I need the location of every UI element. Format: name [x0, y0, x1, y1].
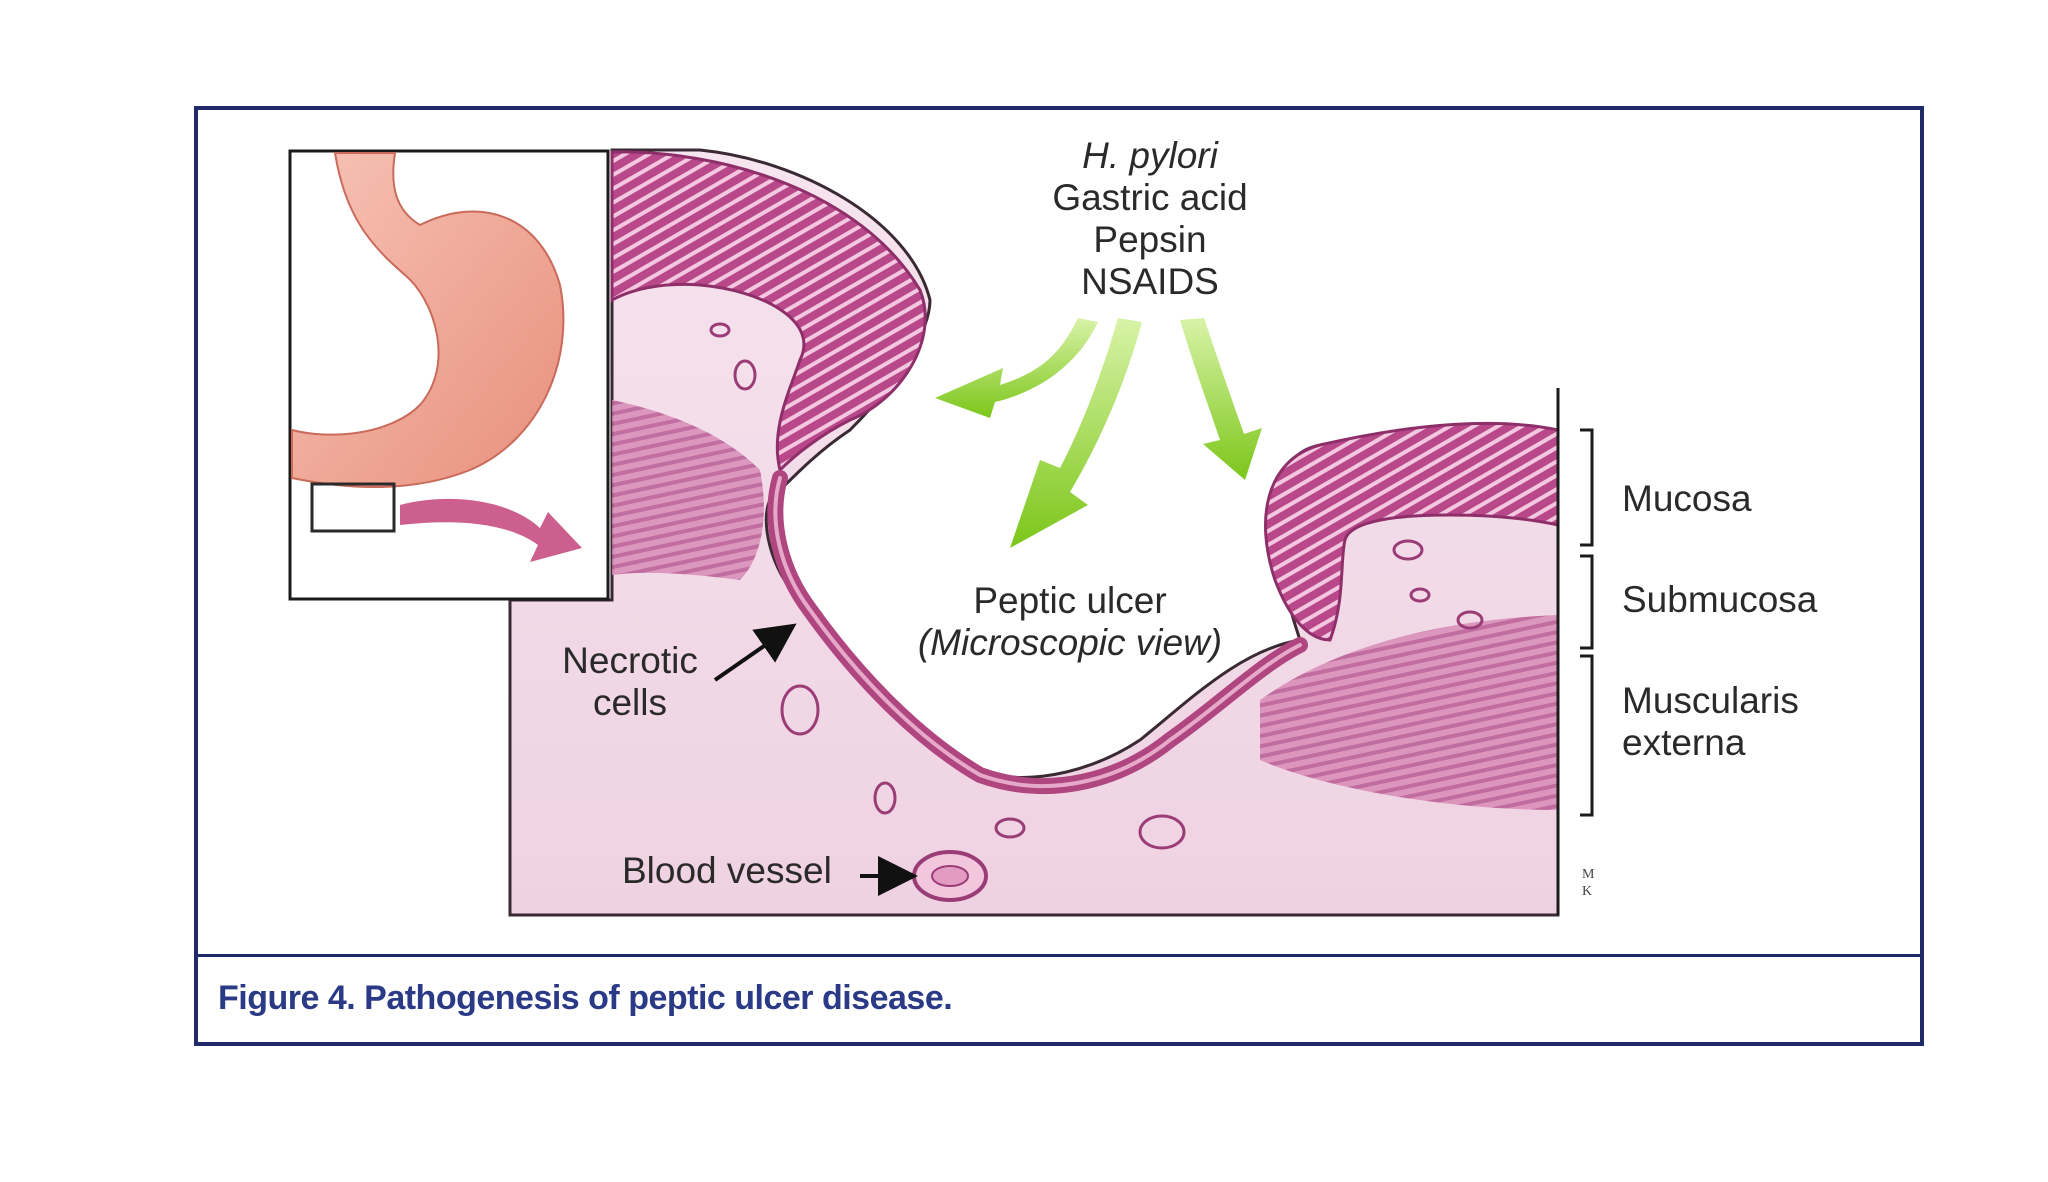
svg-text:M: M — [1582, 867, 1595, 882]
ulcer-label: Peptic ulcer (Microscopic view) — [880, 580, 1260, 664]
ulcer-title: Peptic ulcer — [973, 580, 1167, 621]
factor-h-pylori: H. pylori — [1082, 135, 1218, 176]
necrotic-label: Necrotic cells — [545, 640, 715, 724]
ulcer-lining — [767, 470, 1308, 794]
necrotic-line2: cells — [592, 682, 668, 723]
layer-brackets — [1556, 388, 1594, 915]
mucosa-left — [610, 150, 927, 473]
inset-zoom-box — [310, 482, 396, 533]
factor-pepsin: Pepsin — [1093, 219, 1207, 260]
blood-vessel-shape — [912, 850, 988, 902]
svg-text:K: K — [1582, 884, 1592, 899]
layer-muscularis-line2: externa — [1622, 722, 1746, 763]
factors-list: H. pylori Gastric acid Pepsin NSAIDS — [1010, 135, 1290, 303]
layer-muscularis: Muscularis externa — [1622, 680, 1799, 764]
layer-submucosa: Submucosa — [1622, 579, 1818, 620]
pointer-arrows — [713, 623, 918, 896]
blood-vessel-label: Blood vessel — [622, 850, 832, 891]
mucosa-right — [1264, 421, 1560, 642]
muscularis-left — [612, 400, 764, 580]
figure-caption: Figure 4. Pathogenesis of peptic ulcer d… — [218, 979, 953, 1017]
necrotic-line1: Necrotic — [562, 640, 698, 681]
artist-signature: M K — [1582, 867, 1595, 899]
green-arrow-right-icon — [1180, 318, 1262, 480]
caption-bar: Figure 4. Pathogenesis of peptic ulcer d… — [198, 954, 1920, 1042]
green-arrow-left-icon — [935, 318, 1098, 418]
muscularis-right — [1260, 615, 1558, 810]
green-arrow-center-icon — [1010, 318, 1142, 548]
factor-gastric-acid: Gastric acid — [1052, 177, 1248, 218]
factor-nsaids: NSAIDS — [1081, 261, 1219, 302]
stomach-inset — [288, 149, 610, 601]
ulcer-subtitle: (Microscopic view) — [917, 622, 1223, 663]
zoom-arrow-icon — [400, 498, 582, 562]
layer-mucosa: Mucosa — [1622, 478, 1752, 519]
factor-arrows — [935, 318, 1262, 548]
necrotic-pointer-icon — [713, 623, 797, 682]
tissue-vessels — [709, 322, 1484, 850]
layer-muscularis-line1: Muscularis — [1622, 680, 1799, 721]
